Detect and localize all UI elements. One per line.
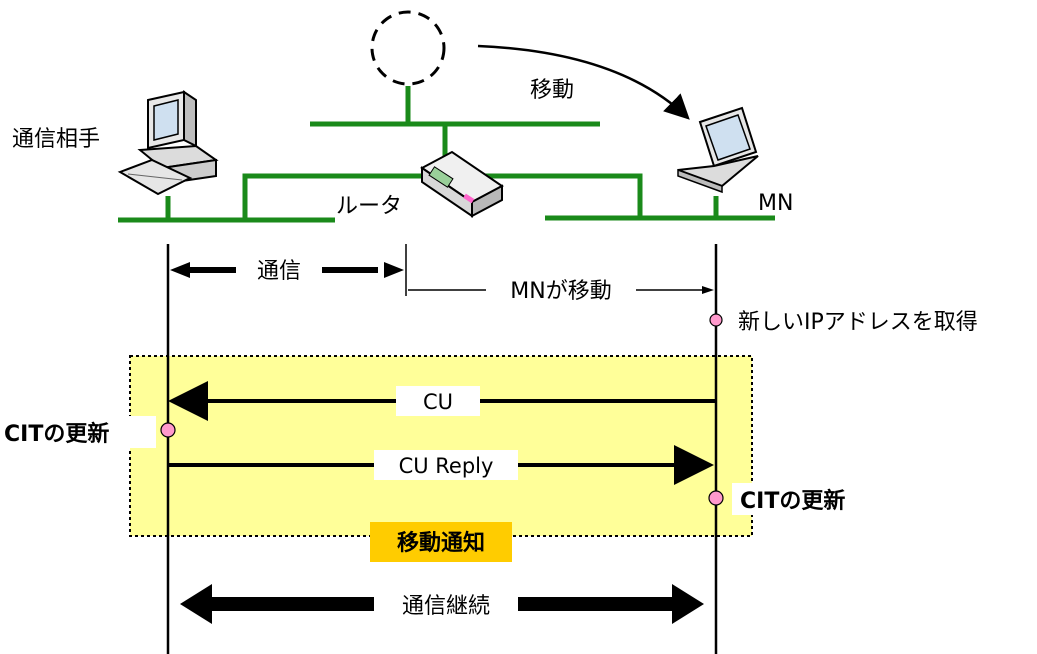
mn-moved-label: MNが移動 bbox=[510, 279, 611, 304]
cit-left-label-bg bbox=[0, 416, 156, 448]
cit-right-label-bg bbox=[732, 483, 880, 515]
router-label: ルータ bbox=[336, 194, 402, 219]
cit-update-right-label: CITの更新 bbox=[740, 488, 845, 514]
move-label: 移動 bbox=[530, 78, 574, 103]
laptop-icon bbox=[677, 106, 759, 194]
peer-label: 通信相手 bbox=[12, 127, 100, 152]
router-icon bbox=[420, 150, 504, 218]
new-ip-marker bbox=[709, 313, 723, 327]
previous-position-icon bbox=[370, 10, 446, 86]
move-notice-box bbox=[129, 355, 753, 537]
cu-reply-label-bg bbox=[374, 450, 518, 480]
cit-update-left-label: CITの更新 bbox=[4, 421, 109, 447]
new-ip-label: 新しいIPアドレスを取得 bbox=[738, 310, 978, 335]
desktop-computer-icon bbox=[117, 90, 219, 196]
move-arrow bbox=[477, 44, 690, 120]
cit-update-right-marker bbox=[708, 490, 724, 506]
mn-label: MN bbox=[758, 191, 793, 216]
continue-comm-label: 通信継続 bbox=[402, 594, 490, 619]
comm-arrow bbox=[170, 262, 404, 278]
cu-label-bg bbox=[396, 386, 480, 416]
move-notice-label: 移動通知 bbox=[397, 530, 485, 556]
comm-label: 通信 bbox=[257, 259, 301, 284]
cu-label: CU bbox=[423, 390, 453, 414]
cit-update-left-marker bbox=[160, 422, 176, 438]
mn-moved-arrow bbox=[408, 286, 714, 294]
move-notice-label-bg bbox=[370, 522, 512, 562]
cu-reply-label: CU Reply bbox=[399, 454, 494, 478]
continue-comm-arrow bbox=[180, 584, 704, 624]
